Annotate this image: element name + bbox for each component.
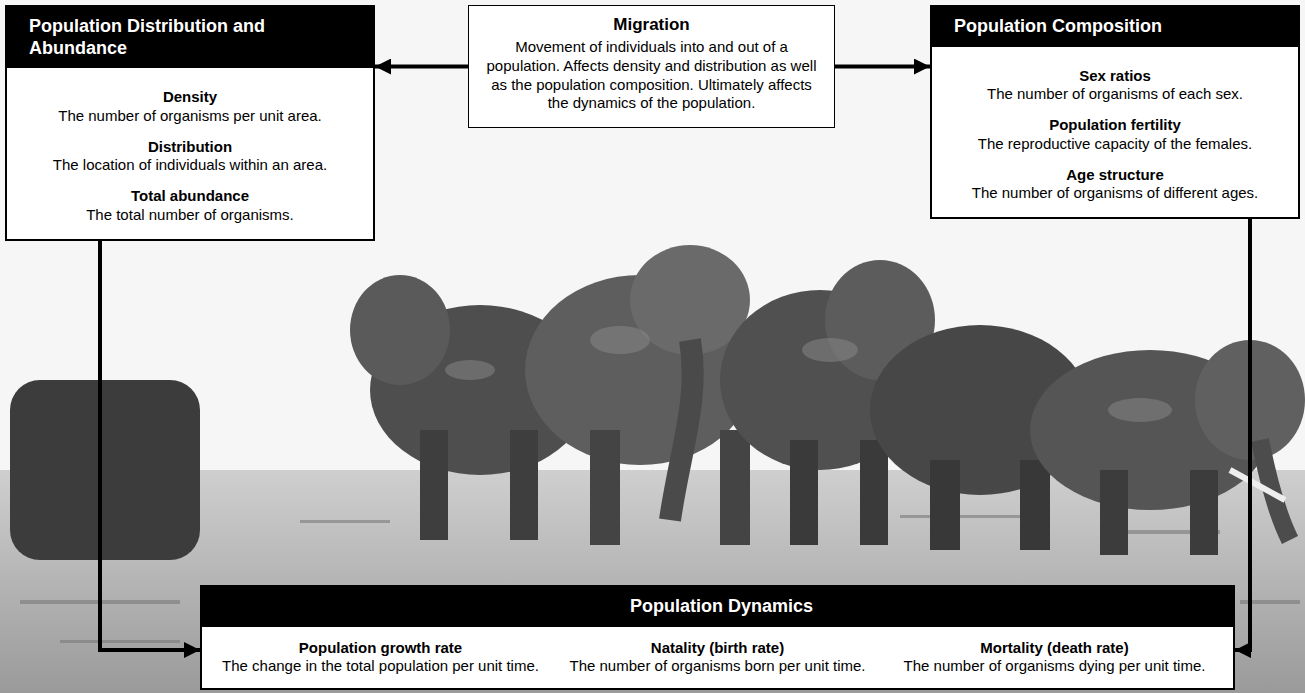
term-heading: Total abundance	[21, 187, 359, 206]
text-group: Population growth rateThe change in the …	[212, 639, 549, 677]
info-panel: Population Distribution and AbundanceDen…	[5, 5, 375, 241]
term-definition: Movement of individuals into and out of …	[483, 38, 820, 113]
text-group: Age structureThe number of organisms of …	[946, 166, 1284, 204]
panel-heading: Population Composition	[932, 7, 1298, 47]
connector-arrow	[100, 241, 200, 650]
text-group: Mortality (death rate)The number of orga…	[886, 639, 1223, 677]
text-group: DistributionThe location of individuals …	[21, 138, 359, 176]
term-heading: Density	[21, 88, 359, 107]
term-heading: Sex ratios	[946, 67, 1284, 86]
elephant-herd	[10, 245, 1305, 560]
term-heading: Mortality (death rate)	[894, 639, 1215, 658]
panel-body: DensityThe number of organisms per unit …	[7, 68, 373, 239]
term-heading: Population growth rate	[220, 639, 541, 658]
panel-body: MigrationMovement of individuals into an…	[469, 6, 834, 127]
text-group: Natality (birth rate)The number of organ…	[549, 639, 886, 677]
process-box: MigrationMovement of individuals into an…	[468, 5, 835, 128]
connector-arrow	[835, 65, 930, 69]
text-group: Total abundanceThe total number of organ…	[21, 187, 359, 225]
term-definition: The reproductive capacity of the females…	[946, 135, 1284, 154]
text-group: MigrationMovement of individuals into an…	[483, 14, 820, 113]
connector-arrow	[1235, 219, 1250, 650]
info-panel: Population CompositionSex ratiosThe numb…	[930, 5, 1300, 219]
info-panel: Population DynamicsPopulation growth rat…	[200, 585, 1235, 690]
text-group: Sex ratiosThe number of organisms of eac…	[946, 67, 1284, 105]
text-group: DensityThe number of organisms per unit …	[21, 88, 359, 126]
panel-body: Sex ratiosThe number of organisms of eac…	[932, 47, 1298, 218]
term-heading: Natality (birth rate)	[557, 639, 878, 658]
text-group: Population fertilityThe reproductive cap…	[946, 116, 1284, 154]
term-definition: The number of organisms dying per unit t…	[894, 657, 1215, 676]
panel-body: Population growth rateThe change in the …	[202, 627, 1233, 689]
term-heading: Distribution	[21, 138, 359, 157]
term-heading: Population fertility	[946, 116, 1284, 135]
term-definition: The change in the total population per u…	[220, 657, 541, 676]
term-heading: Age structure	[946, 166, 1284, 185]
term-definition: The number of organisms born per unit ti…	[557, 657, 878, 676]
term-definition: The number of organisms of different age…	[946, 184, 1284, 203]
connector-arrow	[375, 65, 468, 69]
term-definition: The number of organisms per unit area.	[21, 107, 359, 126]
panel-heading: Population Dynamics	[202, 587, 1233, 627]
term-heading: Migration	[483, 14, 820, 36]
term-definition: The number of organisms of each sex.	[946, 85, 1284, 104]
term-definition: The total number of organisms.	[21, 206, 359, 225]
panel-heading: Population Distribution and Abundance	[7, 7, 373, 68]
term-definition: The location of individuals within an ar…	[21, 156, 359, 175]
